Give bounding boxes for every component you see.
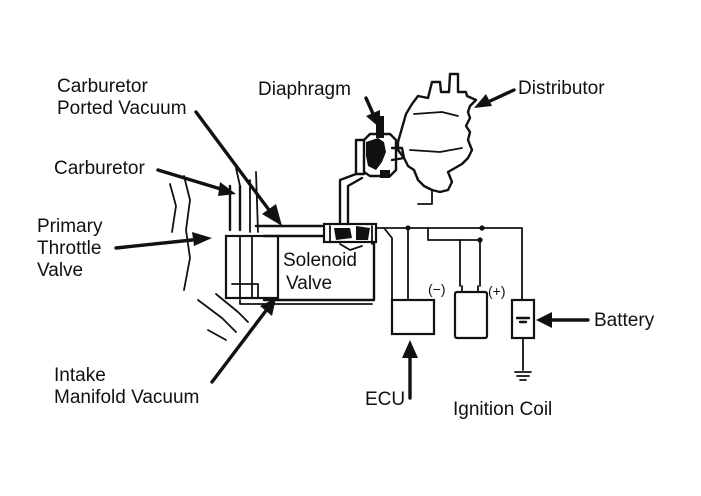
carburetor bbox=[169, 167, 259, 341]
vacuum-hoses bbox=[254, 172, 364, 228]
label-battery: Battery bbox=[594, 310, 655, 331]
wiring bbox=[375, 225, 523, 301]
diaphragm bbox=[354, 116, 406, 178]
label-intake-manifold-vacuum-2: Manifold Vacuum bbox=[54, 387, 199, 408]
label-carburetor: Carburetor bbox=[54, 158, 145, 179]
label-carburetor-ported-vacuum-2: Ported Vacuum bbox=[57, 98, 187, 119]
label-coil-negative: (−) bbox=[428, 281, 446, 297]
label-primary-throttle-valve-1: Primary bbox=[37, 216, 103, 237]
label-primary-throttle-valve-3: Valve bbox=[37, 260, 83, 281]
label-primary-throttle-valve-2: Throttle bbox=[37, 238, 101, 259]
intake-manifold-body bbox=[224, 234, 280, 300]
label-diaphragm: Diaphragm bbox=[258, 79, 351, 100]
label-intake-manifold-vacuum-1: Intake bbox=[54, 365, 106, 386]
ignition-coil bbox=[453, 285, 489, 340]
label-distributor: Distributor bbox=[518, 78, 605, 99]
label-ignition-coil: Ignition Coil bbox=[453, 399, 552, 420]
label-ecu: ECU bbox=[365, 389, 405, 410]
battery bbox=[510, 298, 536, 381]
label-coil-positive: (+) bbox=[488, 283, 506, 299]
ecu bbox=[390, 298, 436, 336]
label-solenoid-valve-1: Solenoid bbox=[283, 250, 357, 271]
solenoid-valve-core bbox=[322, 222, 378, 251]
distributor bbox=[396, 72, 478, 205]
label-carburetor-ported-vacuum-1: Carburetor bbox=[57, 76, 148, 97]
label-solenoid-valve-2: Valve bbox=[286, 273, 332, 294]
arrows bbox=[114, 88, 590, 400]
solenoid-valve bbox=[239, 234, 376, 305]
